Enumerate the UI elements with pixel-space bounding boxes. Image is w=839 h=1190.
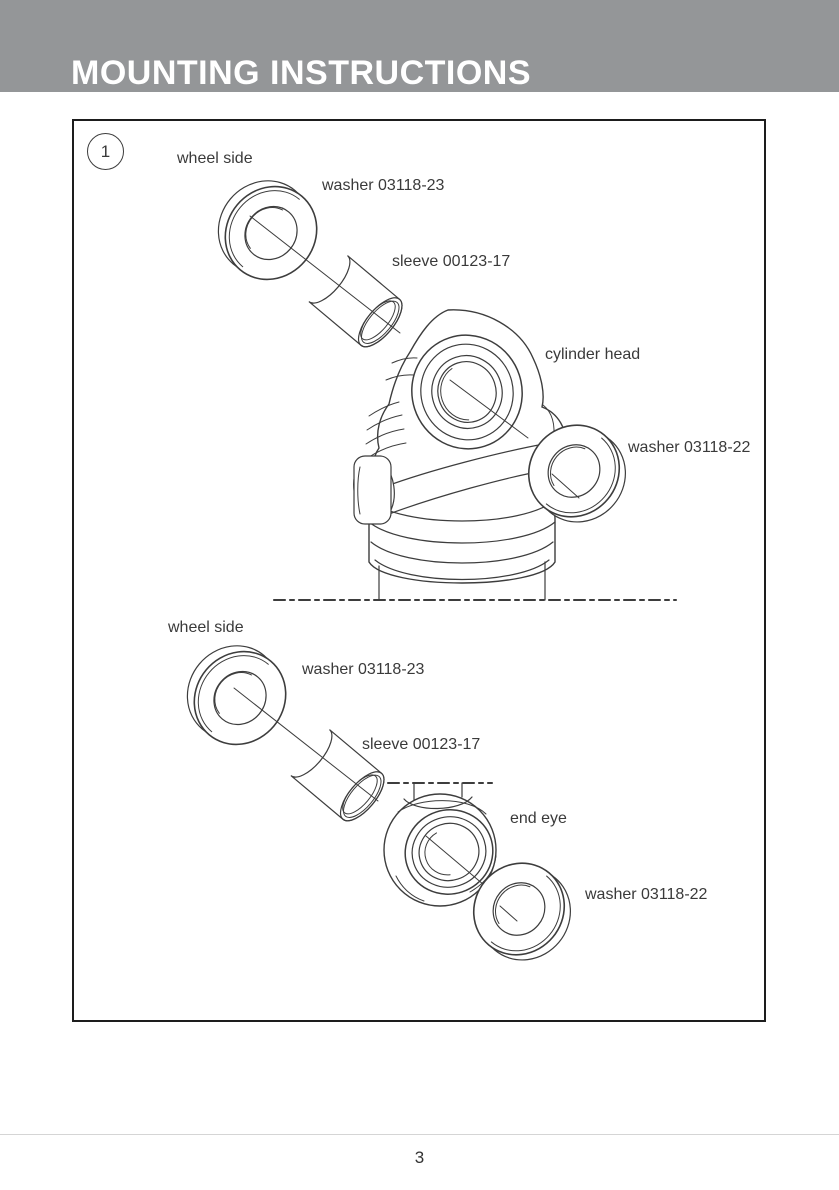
label-wheel-side-bottom: wheel side [168,619,244,636]
footer-rule [0,1134,839,1135]
label-wheel-side-top: wheel side [177,150,253,167]
label-end-eye: end eye [510,810,567,827]
header-band [0,0,839,92]
label-sleeve-00123-17-bottom: sleeve 00123-17 [362,736,481,753]
label-washer-03118-23-bottom: washer 03118-23 [302,661,425,678]
page-title: MOUNTING INSTRUCTIONS [71,54,532,92]
label-washer-03118-22-bottom: washer 03118-22 [585,886,708,903]
label-sleeve-00123-17-top: sleeve 00123-17 [392,253,511,270]
page-number: 3 [414,1148,425,1167]
label-washer-03118-22-top: washer 03118-22 [628,439,751,456]
step-number-badge: 1 [87,133,124,170]
step-number: 1 [100,141,111,161]
label-cylinder-head: cylinder head [545,346,641,363]
label-washer-03118-23-top: washer 03118-23 [322,177,445,194]
